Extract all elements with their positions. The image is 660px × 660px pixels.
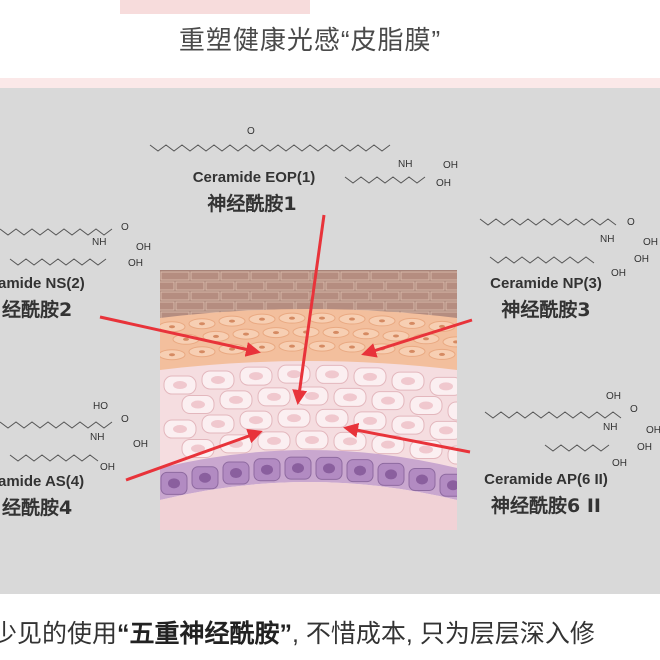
chem-nh-np: NH <box>600 234 614 245</box>
chem-nh-ns: NH <box>92 237 106 248</box>
page-subtitle: 重塑健康光感“皮脂膜” <box>178 25 442 55</box>
divider <box>0 78 660 88</box>
chem-oh-np-1: OH <box>643 237 658 248</box>
arrow-ap <box>343 422 471 454</box>
arrow-as <box>125 428 263 482</box>
chem-ho-as: HO <box>93 401 108 412</box>
chem-oh-ap-4: OH <box>612 458 627 469</box>
chem-oh-ns-1: OH <box>136 242 151 253</box>
label-cn-np: 神经酰胺3 <box>501 298 590 321</box>
skin-layers <box>160 270 457 530</box>
label-cn-ns: 经酰胺2 <box>2 298 72 321</box>
chem-oh-ap-3: OH <box>637 442 652 453</box>
footer-suffix: , 不惜成本, 只为层层深入修 <box>292 620 595 648</box>
ceramide-panel: O NH OH OH O NH OH OH O NH OH OH OH HO O… <box>0 88 660 594</box>
arrow-ns <box>99 315 261 357</box>
chem-nh-eop: NH <box>398 159 412 170</box>
title-highlight-bar <box>120 0 310 14</box>
footer-prefix: 少见的使用 <box>0 620 118 648</box>
chem-oh-eop-2: OH <box>436 178 451 189</box>
label-en-as: amide AS(4) <box>0 473 84 490</box>
dermis <box>160 482 457 530</box>
chem-oh-eop-1: OH <box>443 160 458 171</box>
chem-o-as: O <box>121 414 129 425</box>
top-title-fragment <box>0 0 660 14</box>
chem-nh-as: NH <box>90 432 104 443</box>
basal-cells <box>160 456 457 497</box>
label-en-np: Ceramide NP(3) <box>490 275 602 292</box>
chem-oh-ap-2: OH <box>646 425 660 436</box>
label-cn-ap: 神经酰胺6 II <box>491 494 601 517</box>
label-cn-eop: 神经酰胺1 <box>207 192 296 215</box>
label-en-ns: amide NS(2) <box>0 275 85 292</box>
skin-illustration: O NH OH OH O NH OH OH O NH OH OH OH HO O… <box>0 126 660 530</box>
chem-oh-ns-2: OH <box>128 258 143 269</box>
chem-oh-as-1: OH <box>133 439 148 450</box>
spinous-cells <box>163 364 457 465</box>
arrow-eop <box>292 214 326 405</box>
chem-oh-ap-1: OH <box>606 391 621 402</box>
chemical-structures <box>0 144 622 462</box>
chem-oh-np-3: OH <box>611 268 626 279</box>
label-en-eop: Ceramide EOP(1) <box>193 169 316 186</box>
chem-o-ns: O <box>121 222 129 233</box>
footer-text: 少见的使用“五重神经酰胺”, 不惜成本, 只为层层深入修 <box>0 614 660 650</box>
arrows <box>99 214 473 482</box>
chem-o-ap: O <box>630 404 638 415</box>
chem-o-eop: O <box>247 126 255 137</box>
arrow-np <box>361 318 473 358</box>
chem-o-np: O <box>627 217 635 228</box>
chem-oh-as-2: OH <box>100 462 115 473</box>
chem-nh-ap: NH <box>603 422 617 433</box>
label-cn-as: 经酰胺4 <box>2 496 72 519</box>
chem-oh-np-2: OH <box>634 254 649 265</box>
label-en-ap: Ceramide AP(6 II) <box>484 471 608 488</box>
footer-emphasis: “五重神经酰胺” <box>117 620 293 648</box>
